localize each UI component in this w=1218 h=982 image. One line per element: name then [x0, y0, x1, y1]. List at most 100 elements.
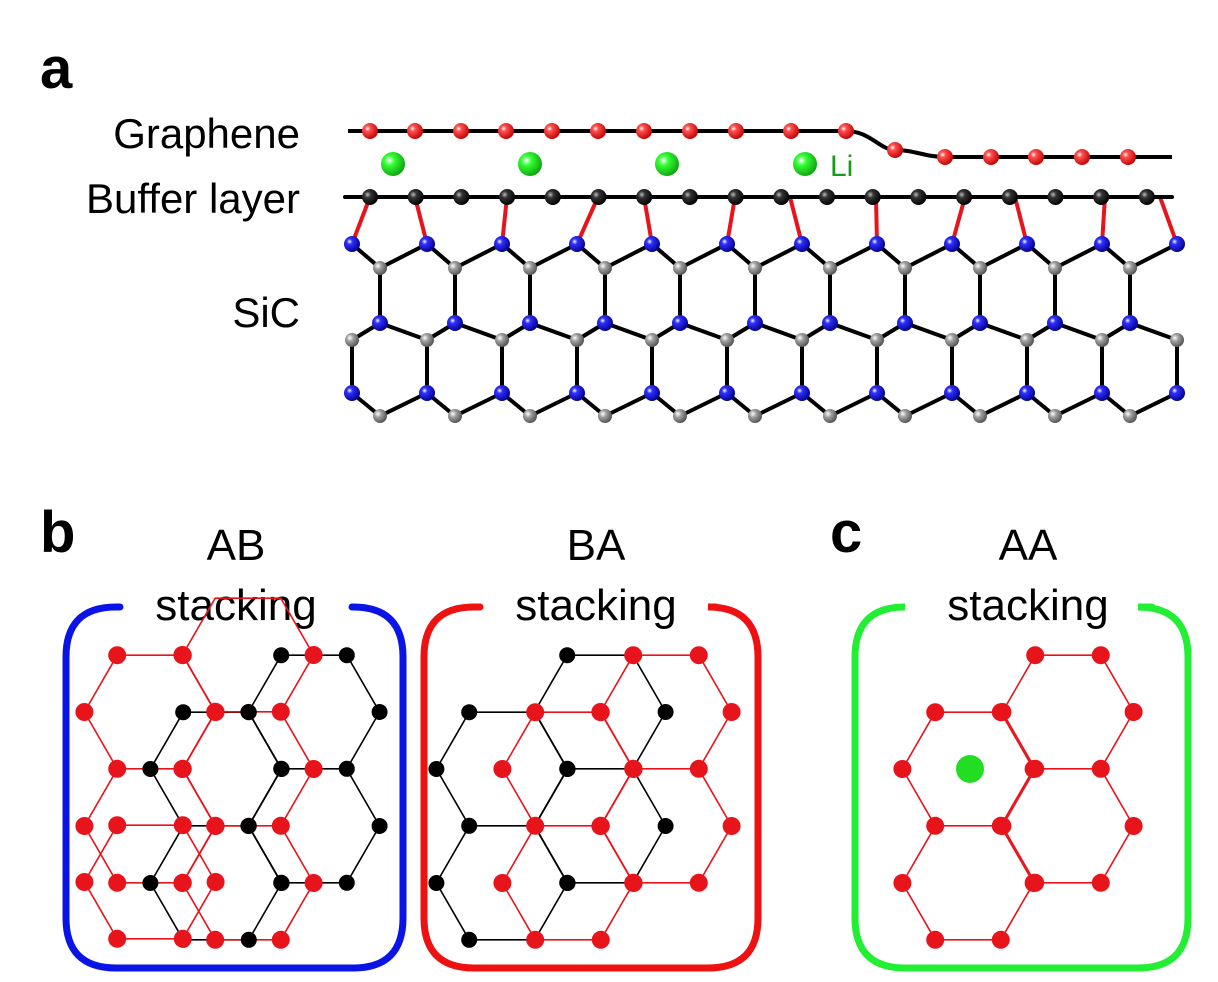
si-c-bond	[378, 391, 429, 418]
ba-red-atom	[624, 874, 643, 892]
buffer-atom	[590, 189, 607, 205]
buffer-atom	[499, 189, 516, 205]
si-atom	[944, 385, 960, 401]
c-atom	[1048, 261, 1062, 275]
si-c-bond	[528, 391, 579, 418]
graphene-atom	[783, 123, 799, 139]
aa-red-edge	[1100, 768, 1135, 827]
graphene-atom	[498, 123, 514, 139]
si-c-bond	[978, 321, 1029, 342]
si-c-bond	[453, 242, 504, 270]
ba-red-atom	[526, 930, 545, 949]
aa-red-atom	[1091, 873, 1110, 892]
aa-red-edge	[1100, 711, 1135, 770]
c-atom	[373, 261, 387, 275]
graphene-atom	[682, 123, 698, 139]
ba-red-edge	[599, 654, 635, 713]
ab-red-atom	[108, 873, 127, 892]
ab-red-edge	[279, 711, 315, 770]
ba-black-edge	[533, 882, 569, 941]
ab-red-edge	[83, 654, 118, 713]
ab-black-edge	[247, 711, 283, 770]
si-atom	[747, 315, 763, 331]
c-atom	[1048, 409, 1062, 423]
ba-black-atom	[559, 874, 576, 891]
ba-black-edge	[631, 654, 667, 713]
ab-black-edge	[345, 768, 381, 827]
buffer-atom	[1093, 189, 1110, 205]
ab-black-edge	[345, 711, 381, 770]
c-atom	[673, 261, 687, 275]
c-atom	[823, 409, 837, 423]
buffer-atom	[453, 189, 470, 205]
graphene-buffer-layers	[343, 129, 1174, 199]
ba-black-edge	[631, 768, 667, 827]
c-atom	[720, 333, 734, 347]
ba-black-atom	[461, 931, 478, 948]
si-c-bond	[528, 242, 579, 270]
ba-black-atom	[559, 760, 576, 777]
si-c-bond	[378, 242, 429, 270]
graphene-atom	[1028, 149, 1044, 165]
ab-red-edge	[181, 654, 216, 713]
ab-title-line2: stacking	[155, 581, 316, 630]
si-atom	[869, 385, 885, 401]
aa-red-atom	[926, 930, 945, 949]
graphene-atom	[728, 123, 744, 139]
ab-red-edge	[279, 825, 315, 884]
aa-red-atom	[926, 703, 945, 722]
ab-black-edge	[345, 654, 381, 713]
si-c-bond	[903, 321, 954, 342]
si-c-bond	[678, 242, 729, 270]
atoms-panel-a	[344, 123, 1185, 423]
si-atom	[522, 315, 538, 331]
ab-black-edge	[149, 882, 184, 941]
aa-red-atom	[993, 703, 1012, 721]
ba-red-atom	[722, 817, 741, 835]
ba-black-atom	[428, 875, 445, 891]
ba-black-edge	[435, 711, 471, 770]
si-c-bond	[978, 242, 1029, 270]
si-atom	[344, 236, 360, 252]
graphene-atom	[544, 123, 560, 139]
si-c-bond	[678, 321, 729, 342]
aa-red-edge	[901, 882, 937, 941]
ab-black-atom	[175, 704, 192, 721]
si-atom	[719, 385, 735, 401]
graphene-atom	[362, 123, 378, 139]
ab-red-atom	[271, 702, 290, 721]
ba-black-atom	[428, 761, 445, 777]
aa-red-atom	[1124, 703, 1143, 721]
ab-black-atom	[142, 761, 159, 777]
ba-red-atom	[689, 873, 708, 892]
aa-red-atom	[991, 930, 1010, 949]
si-c-bond	[753, 391, 804, 418]
ba-black-edge	[631, 825, 667, 884]
buffer-atom	[1047, 189, 1064, 205]
c-atom	[973, 409, 987, 423]
buffer-atom	[773, 189, 790, 205]
graphene-atom	[983, 149, 999, 165]
ba-black-edge	[533, 654, 569, 713]
si-c-bond	[678, 391, 729, 418]
c-atom	[748, 261, 762, 275]
ab-stacking-frame	[62, 597, 407, 972]
ab-red-edge	[279, 597, 315, 656]
buffer-atom	[819, 189, 835, 205]
aa-red-edge	[999, 825, 1035, 884]
interface-bond	[1013, 195, 1029, 246]
ab-black-atom	[142, 875, 159, 891]
ab-red-edge	[181, 711, 216, 770]
ba-stacking-frame	[420, 603, 762, 972]
aa-red-edge	[901, 711, 937, 770]
si-c-bond	[453, 391, 504, 418]
si-c-bond	[603, 321, 654, 342]
si-c-bond	[603, 391, 654, 418]
buffer-atom	[910, 189, 927, 205]
c-atom	[823, 261, 837, 275]
interface-bond	[575, 195, 600, 246]
aa-red-edge	[1001, 768, 1036, 827]
c-atom	[645, 333, 659, 347]
ab-red-edge	[83, 881, 118, 940]
